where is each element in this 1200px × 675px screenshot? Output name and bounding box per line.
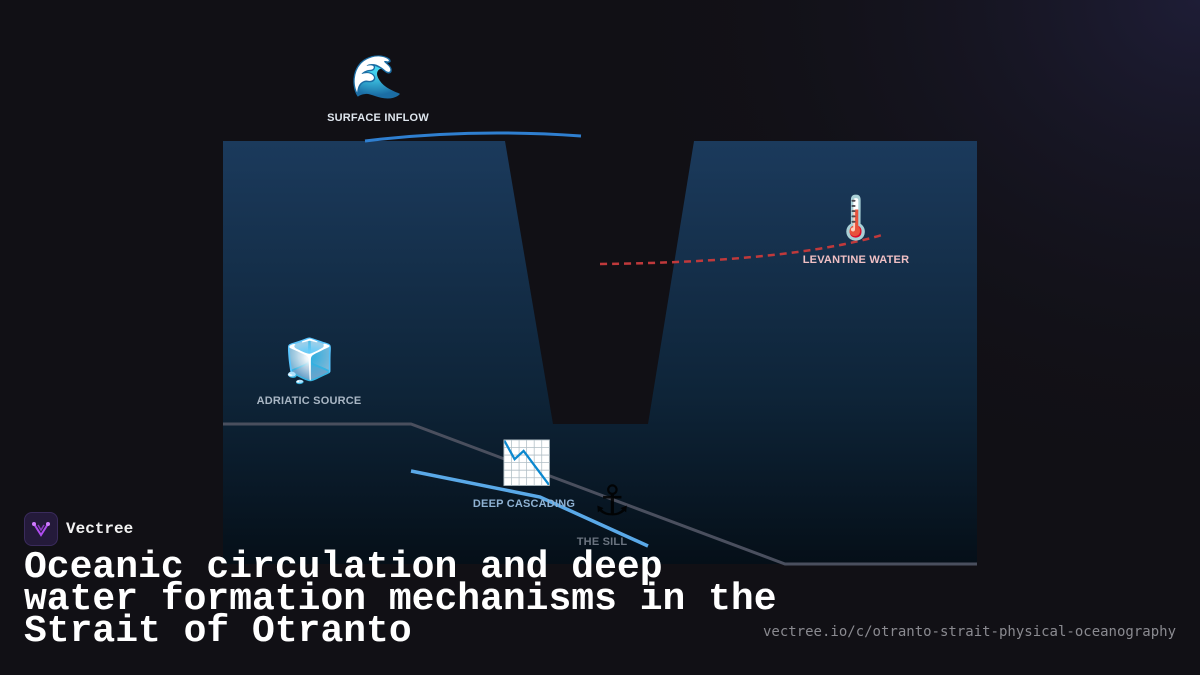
anchor-icon: ⚓ xyxy=(593,476,631,525)
brand-name: Vectree xyxy=(66,520,134,538)
wave-icon: 🌊 xyxy=(350,52,404,101)
strait-channel xyxy=(505,141,694,424)
vectree-logo-icon xyxy=(24,512,58,546)
the-sill-label: THE SILL xyxy=(576,536,628,548)
seabed-line xyxy=(223,422,977,566)
adriatic-source-label: ADRIATIC SOURCE xyxy=(256,395,362,407)
source-url[interactable]: vectree.io/c/otranto-strait-physical-oce… xyxy=(762,624,1176,640)
ice-cube-icon: 🧊 xyxy=(283,336,337,385)
levantine-water-label: LEVANTINE WATER xyxy=(802,254,910,266)
surface-inflow-line xyxy=(364,131,582,143)
deep-cascading-label: DEEP CASCADING xyxy=(472,498,576,510)
deep-cascading-line xyxy=(410,469,649,548)
brand: Vectree xyxy=(24,512,133,546)
surface-inflow-label: SURFACE INFLOW xyxy=(327,112,429,124)
chart-decreasing-icon: 📉 xyxy=(500,438,554,487)
thermometer-icon: 🌡️ xyxy=(829,193,883,242)
levantine-water-line xyxy=(599,233,883,266)
page-title: Oceanic circulation and deep water forma… xyxy=(24,546,777,653)
